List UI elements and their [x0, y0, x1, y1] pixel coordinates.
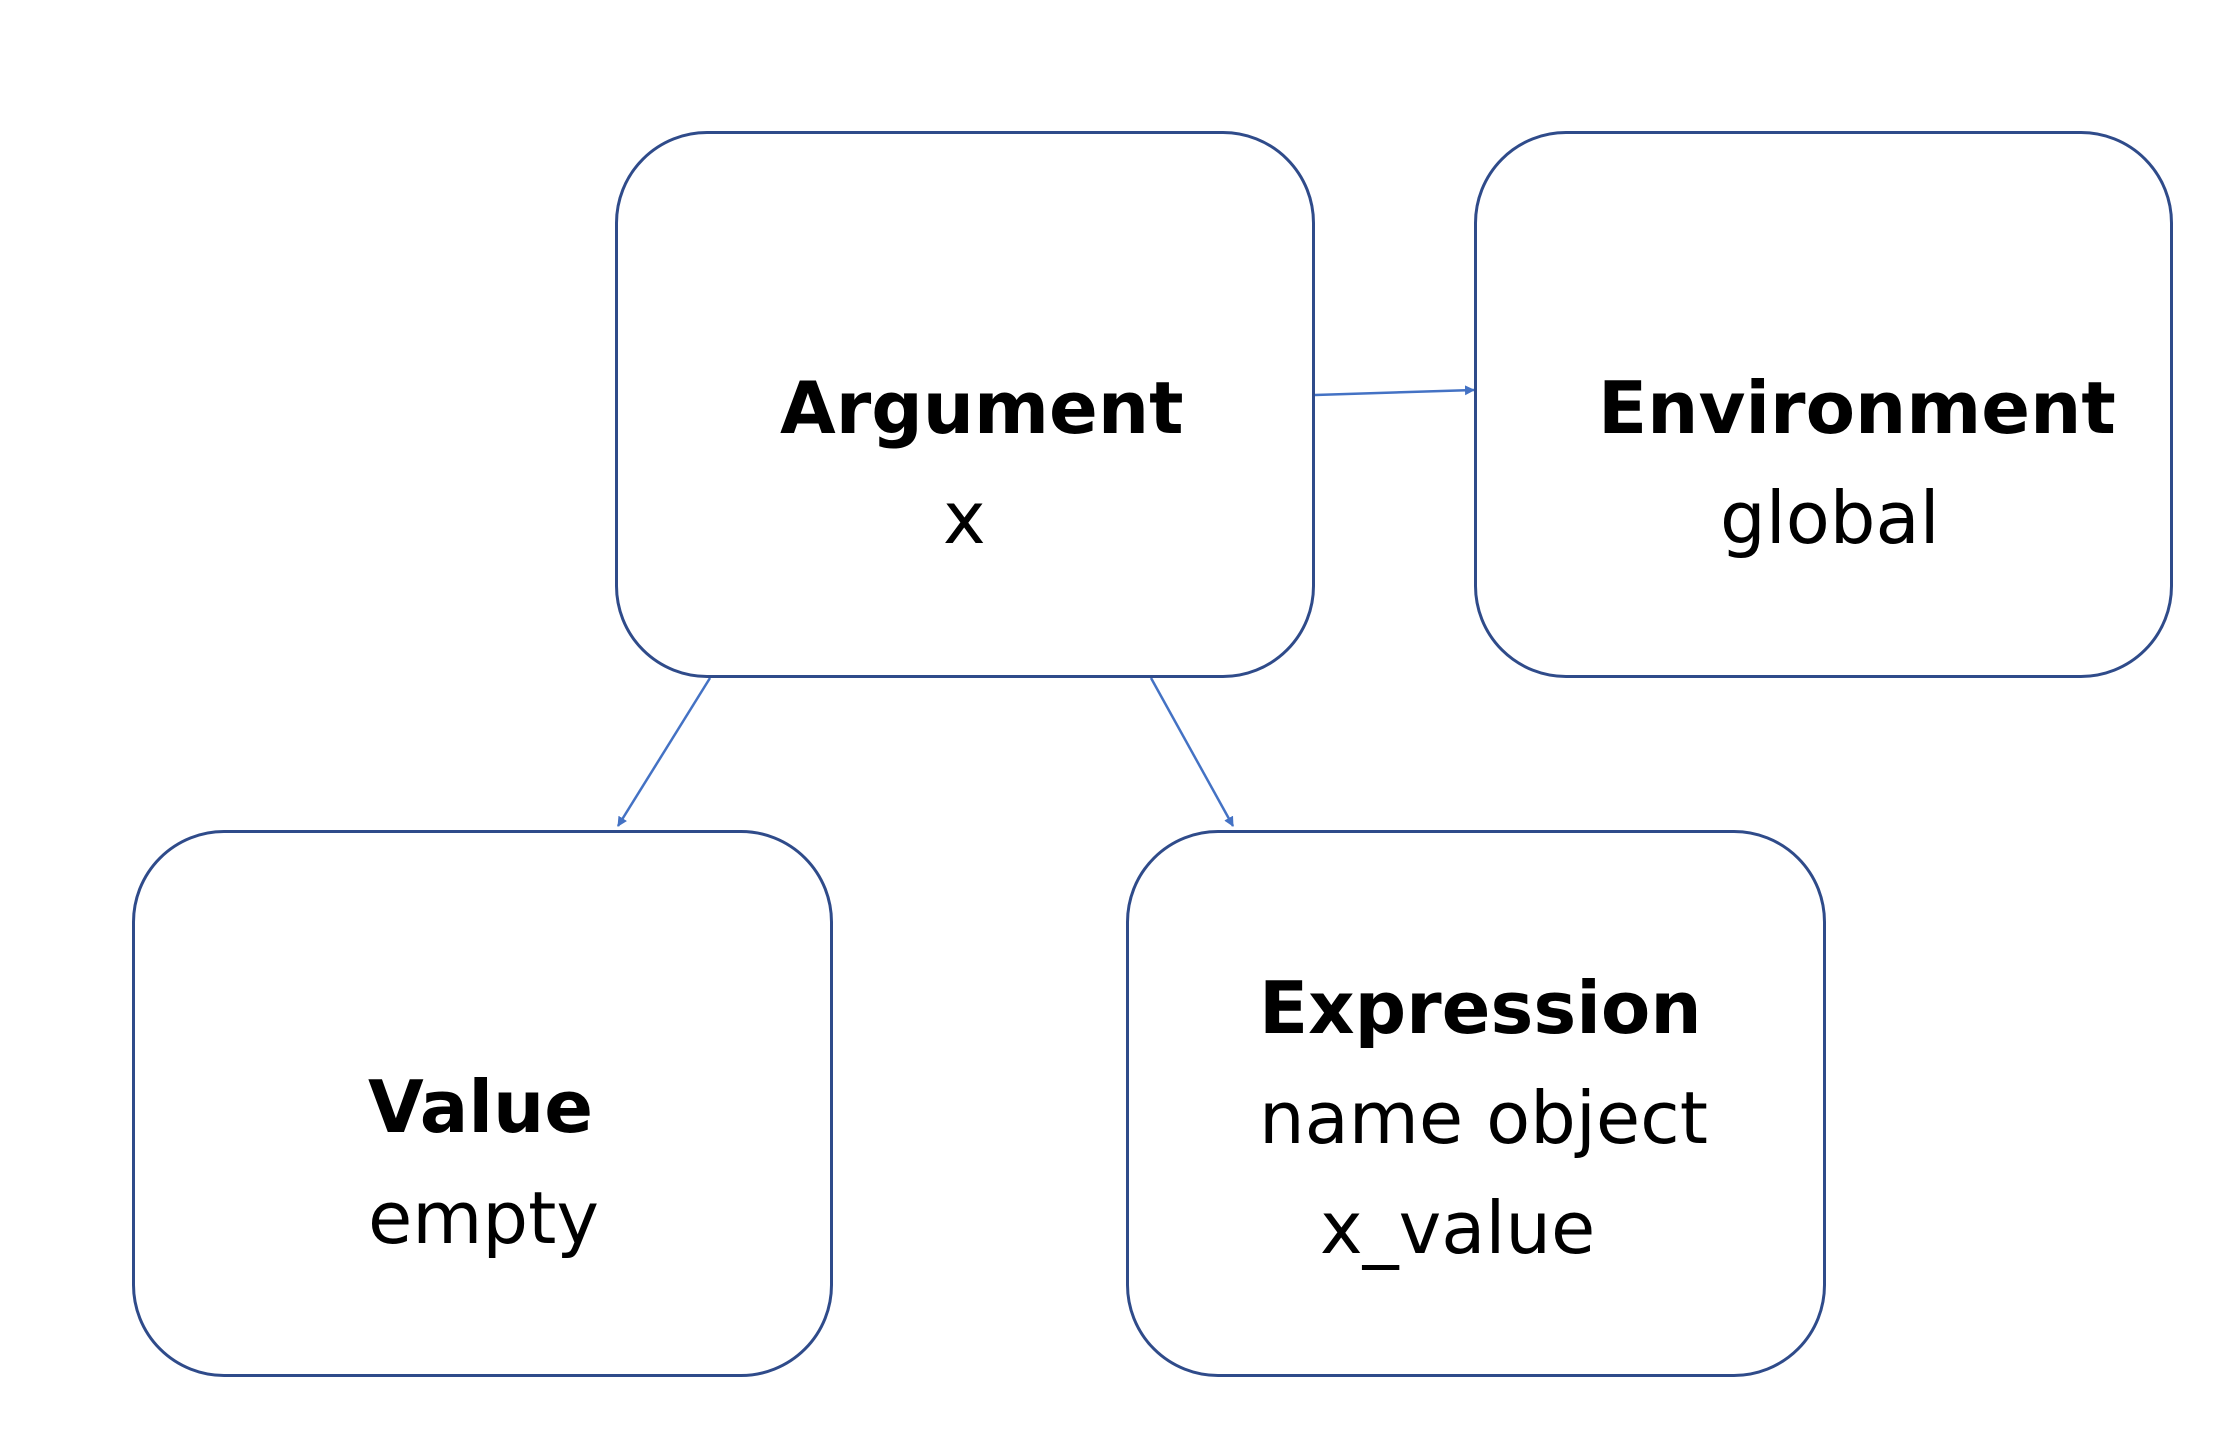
node-expression — [1126, 830, 1826, 1377]
node-argument-title: Argument — [780, 366, 1184, 450]
node-environment-title: Environment — [1598, 366, 2116, 450]
edge-argument-to-value — [616, 677, 712, 827]
edge-argument-to-expression — [1149, 677, 1235, 827]
node-argument — [615, 131, 1315, 678]
node-argument-line: x — [943, 476, 986, 560]
node-value — [132, 830, 833, 1377]
node-expression-title: Expression — [1259, 966, 1702, 1050]
node-expression-line-2: x_value — [1320, 1186, 1596, 1270]
node-expression-line-1: name object — [1259, 1076, 1708, 1160]
node-environment-line: global — [1720, 476, 1940, 560]
node-environment — [1474, 131, 2173, 678]
node-value-line: empty — [368, 1176, 599, 1260]
edge-argument-to-environment — [1314, 385, 1475, 397]
node-value-title: Value — [368, 1065, 594, 1149]
